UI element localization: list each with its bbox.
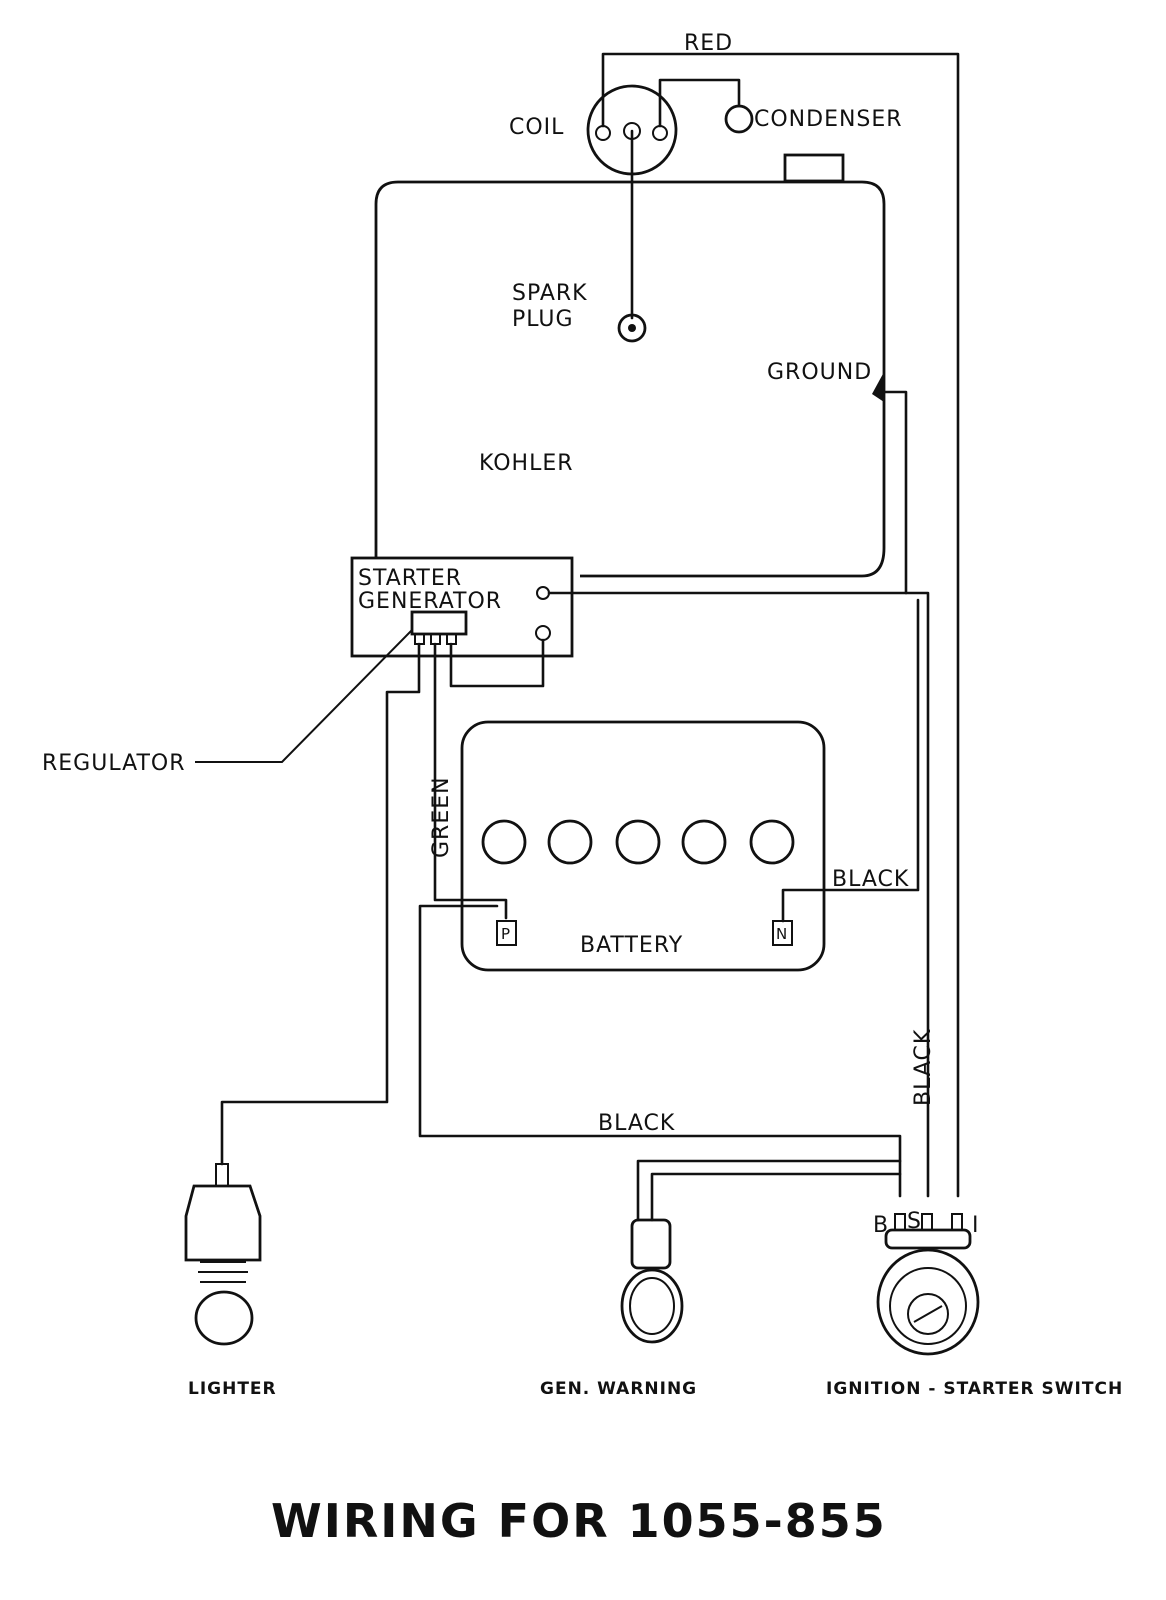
- green-wire: [433, 642, 508, 920]
- label-coil: COIL: [509, 115, 564, 140]
- black-battery-wire: [781, 598, 920, 923]
- lighter-wire: [220, 642, 421, 1166]
- label-black-vertical: BLACK: [911, 1029, 936, 1106]
- label-spark: SPARK: [512, 281, 588, 306]
- label-ignition-switch: IGNITION - STARTER SWITCH: [826, 1379, 1123, 1399]
- starter-generator: [350, 556, 574, 658]
- spark-plug-icon: [617, 313, 647, 343]
- ground-icon: [872, 372, 884, 402]
- label-plug: PLUG: [512, 307, 574, 332]
- label-green: GREEN: [429, 776, 454, 858]
- label-starter: STARTER: [358, 566, 462, 591]
- label-switch-s: S: [907, 1209, 922, 1234]
- black-bottom-wire: [418, 904, 902, 1198]
- label-lighter: LIGHTER: [188, 1379, 277, 1399]
- battery-icon: [460, 720, 826, 972]
- red-wire: [601, 52, 960, 1198]
- label-switch-i: I: [972, 1213, 980, 1238]
- label-red: RED: [684, 31, 733, 56]
- regulator-leader: [195, 629, 413, 763]
- label-kohler: KOHLER: [479, 451, 574, 476]
- condenser-icon: [724, 104, 754, 134]
- gen-warning-icon: [620, 1218, 684, 1344]
- label-ground: GROUND: [767, 360, 872, 385]
- lighter-icon: [184, 1163, 262, 1346]
- label-gen-warning: GEN. WARNING: [540, 1379, 697, 1399]
- label-battery: BATTERY: [580, 933, 683, 958]
- label-black-battery: BLACK: [832, 867, 909, 892]
- label-black-bottom: BLACK: [598, 1111, 675, 1136]
- label-condenser: CONDENSER: [754, 107, 903, 132]
- mount-block: [783, 153, 845, 183]
- label-generator: GENERATOR: [358, 589, 502, 614]
- label-regulator: REGULATOR: [42, 751, 185, 776]
- page-title: WIRING FOR 1055-855: [271, 1494, 887, 1548]
- label-switch-b: B: [873, 1213, 889, 1238]
- label-battery-pos: P: [501, 925, 510, 943]
- ignition-switch-icon: [876, 1213, 980, 1356]
- label-battery-neg: N: [776, 925, 787, 943]
- regulator-icon: [410, 610, 468, 636]
- battery-pos-terminal: [496, 920, 517, 946]
